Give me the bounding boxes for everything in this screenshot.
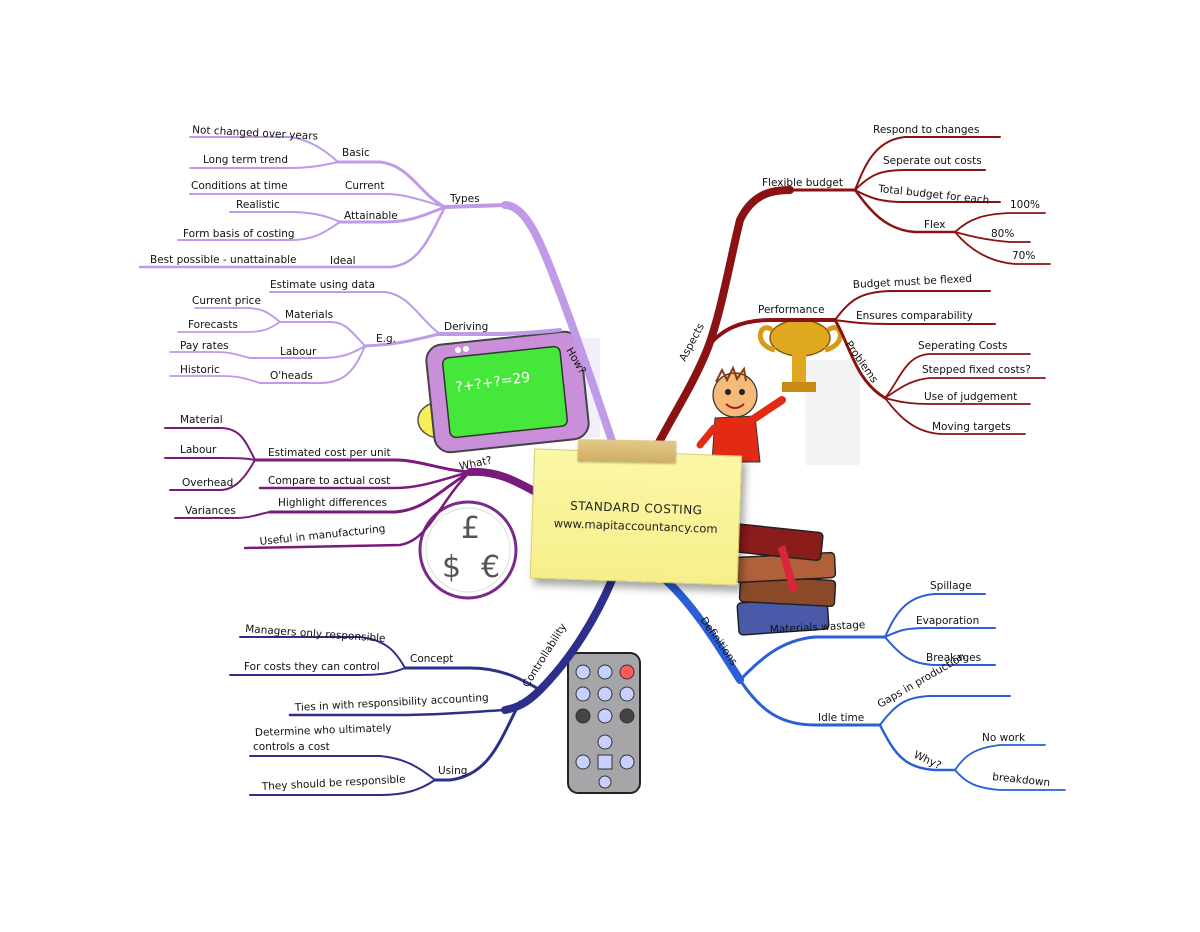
remote-control-illustration [567, 652, 641, 794]
branch-aspects [651, 136, 1051, 454]
best-possible-label: Best possible - unattainable [150, 254, 297, 266]
branch-how [138, 136, 624, 469]
respond-label: Respond to changes [873, 124, 980, 136]
euro-glyph: € [481, 550, 500, 585]
central-sticky-note: STANDARD COSTING www.mapitaccountancy.co… [529, 448, 743, 586]
trophy-boy-illustration [696, 319, 860, 465]
concept-label: Concept [410, 653, 453, 665]
seperate-label: Seperate out costs [883, 155, 982, 167]
ties-label: Ties in with responsibility accounting [294, 692, 489, 714]
flex-100-label: 100% [1010, 199, 1040, 211]
variances-label: Variances [185, 505, 236, 517]
budget-flexed-label: Budget must be flexed [853, 273, 973, 291]
ideal-label: Ideal [330, 255, 356, 267]
branch-controllability [229, 576, 616, 796]
labour-item-label: Labour [180, 444, 217, 456]
gaps-production-label: Gaps in production [876, 651, 968, 711]
not-changed-label: Not changed over years [192, 124, 318, 143]
flex-label: Flex [924, 219, 945, 231]
attainable-label: Attainable [344, 210, 398, 222]
overhead-label: Overhead [182, 477, 233, 489]
using-label: Using [438, 765, 467, 777]
moving-targets-label: Moving targets [932, 421, 1011, 433]
current-label: Current [345, 180, 384, 192]
managers-label: Managers only responsible [245, 623, 386, 645]
highlight-label: Highlight differences [278, 497, 387, 509]
definitions-label: Definitions [698, 615, 740, 668]
currency-coin-icon: £ $ € [418, 500, 518, 600]
current-price-label: Current price [192, 295, 261, 307]
pay-rates-label: Pay rates [180, 340, 229, 352]
oheads-label: O'heads [270, 370, 313, 382]
materials-wastage-label: Materials wastage [770, 619, 866, 636]
breakages-label: Breakages [926, 652, 981, 664]
flex-80-label: 80% [991, 228, 1014, 240]
flexible-budget-label: Flexible budget [762, 177, 843, 189]
types-label: Types [449, 193, 480, 205]
performance-label: Performance [758, 304, 825, 316]
material-label: Material [180, 414, 223, 426]
for-costs-label: For costs they can control [244, 661, 380, 673]
comparability-label: Ensures comparability [856, 310, 973, 322]
deriving-label: Deriving [444, 321, 488, 333]
breakdown-label: breakdown [992, 771, 1051, 789]
forecasts-label: Forecasts [188, 319, 238, 331]
form-basis-label: Form basis of costing [183, 228, 295, 240]
sticky-tape [577, 439, 677, 463]
eg-label: E.g. [376, 333, 396, 345]
total-budget-label: Total budget for each [877, 183, 990, 207]
estimate-data-label: Estimate using data [270, 279, 375, 291]
controls-cost-label: controls a cost [253, 741, 330, 753]
judgement-label: Use of judgement [924, 391, 1017, 403]
basic-label: Basic [342, 147, 370, 159]
evaporation-label: Evaporation [916, 615, 979, 627]
labour-label: Labour [280, 346, 317, 358]
no-work-label: No work [982, 732, 1026, 744]
estimated-cost-label: Estimated cost per unit [268, 447, 391, 459]
map-url: www.mapitaccountancy.com [553, 516, 718, 536]
pound-glyph: £ [461, 511, 480, 546]
books-stack-illustration [728, 522, 837, 636]
long-term-label: Long term trend [203, 154, 288, 166]
stepped-label: Stepped fixed costs? [922, 364, 1031, 376]
compare-label: Compare to actual cost [268, 475, 390, 487]
realistic-label: Realistic [236, 199, 280, 211]
branch-what [164, 427, 549, 550]
branch-definitions [656, 571, 1066, 791]
seperating-label: Seperating Costs [918, 340, 1008, 352]
spillage-label: Spillage [930, 580, 972, 592]
flex-70-label: 70% [1012, 250, 1035, 262]
calculator-tablet-illustration: ?+?+?=29 [417, 330, 600, 454]
historic-label: Historic [180, 364, 220, 376]
determine-label: Determine who ultimately [255, 722, 392, 739]
conditions-label: Conditions at time [191, 180, 288, 192]
idle-time-label: Idle time [818, 712, 864, 724]
useful-label: Useful in manufacturing [259, 523, 386, 548]
map-title: STANDARD COSTING [569, 498, 703, 518]
dollar-glyph: $ [442, 550, 461, 585]
responsible-label: They should be responsible [261, 773, 406, 793]
materials-label: Materials [285, 309, 333, 321]
